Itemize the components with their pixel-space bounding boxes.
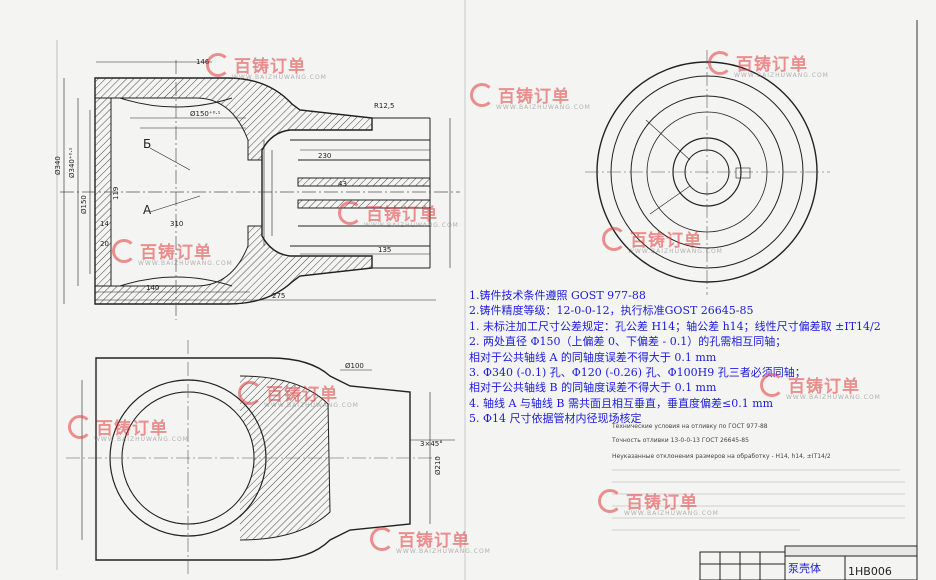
note-line-8: 4. 轴线 A 与轴线 B 需共面且相互垂直，垂直度偏差≤0.1 mm [469,396,774,410]
watermark-logo-icon [112,238,136,263]
watermark-logo-icon [206,52,230,77]
watermark: 百铸订单 WWW.BAIZHUWANG.COM [68,414,189,443]
watermark: 百铸订单 WWW.BAIZHUWANG.COM [238,380,359,409]
watermark-logo-icon [370,526,394,551]
title-block [699,545,918,580]
note-line-4: 2. 两处直径 Φ150（上偏差 0、下偏差 - 0.1）的孔需相互同轴； [469,335,787,349]
dim-135-label: 135 [378,246,391,254]
note-line-9: 5. Φ14 尺寸依据管材内径现场核定 [469,412,642,426]
note-line-2: 2.铸件精度等级：12-0-0-12，执行标准GOST 26645-85 [469,304,754,318]
dim-146-label: 146 [196,58,210,66]
watermark-logo-icon [470,82,494,107]
dim-43-label: 43 [338,180,347,188]
translation-notes: 1.铸件技术条件遵照 GOST 977-88 2.铸件精度等级：12-0-0-1… [469,288,935,427]
title-drawing-number: 1НВ006 [848,565,892,578]
dim-d100-label: Ø100 [345,362,364,370]
dim-d150b-label: Ø150⁺⁰·¹ [190,110,221,118]
title-part-name: 泵壳体 [788,562,821,575]
end-view [585,50,830,295]
section-label-b: Б [143,137,151,151]
section-label-a: А [143,203,152,217]
watermark: 百铸订单 WWW.BAIZHUWANG.COM [338,200,459,229]
dim-20-label: 20 [100,240,109,248]
watermark-logo-icon [760,372,784,397]
watermark: 百铸订单 WWW.BAIZHUWANG.COM [470,82,591,111]
dim-chamfer-label: 3×45° [420,440,443,448]
russian-notes: Технические условия на отливку по ГОСТ 9… [611,423,905,531]
dim-d210-label: Ø210 [434,456,442,475]
note-line-1: 1.铸件技术条件遵照 GOST 977-88 [469,289,646,302]
watermark-logo-icon [68,414,92,439]
note-line-3: 1. 未标注加工尺寸公差规定：孔公差 H14；轴公差 h14；线性尺寸偏差取 ±… [469,319,881,333]
ru-note-2: Точность отливки 13-0-0-13 ГОСТ 26645-85 [611,437,749,444]
watermark-logo-icon [708,50,732,75]
dim-d340tol-label: Ø340⁺⁰·¹ [68,147,76,178]
watermark: 百铸订单 WWW.BAIZHUWANG.COM [206,52,327,81]
watermark-logo-icon [238,380,262,405]
watermark-logo-icon [598,488,622,513]
dim-140-label: 140 [146,284,159,292]
note-line-7: 相对于公共轴线 B 的同轴度误差不得大于 0.1 mm [469,381,717,395]
dim-d340-label: Ø340 [54,156,62,175]
watermark: 百铸订单 WWW.BAIZHUWANG.COM [370,526,491,555]
watermark: 百铸订单 WWW.BAIZHUWANG.COM [112,238,233,267]
note-line-6: 3. Φ340 (-0.1) 孔、Φ120 (-0.26) 孔、Φ100H9 孔… [469,366,806,380]
watermark: 百铸订单 WWW.BAIZHUWANG.COM [602,226,723,255]
watermark-logo-icon [338,200,362,225]
dim-r125-label: R12,5 [374,102,394,110]
section-view [60,60,460,320]
plan-view [66,340,455,575]
watermark-logo-icon [602,226,626,251]
note-line-5: 相对于公共轴线 A 的同轴度误差不得大于 0.1 mm [469,350,717,364]
dim-310-label: 310 [170,220,183,228]
dim-d150-label: Ø150 [80,195,88,214]
dim-14-label: 14 [100,220,109,228]
watermark: 百铸订单 WWW.BAIZHUWANG.COM [760,372,881,401]
ru-note-1: Технические условия на отливку по ГОСТ 9… [611,423,768,430]
watermark: 百铸订单 WWW.BAIZHUWANG.COM [598,488,719,517]
ru-note-3: Неуказанные отклонения размеров на обраб… [612,453,831,460]
watermark: 百铸订单 WWW.BAIZHUWANG.COM [708,50,829,79]
dim-119-label: 119 [112,187,120,200]
dim-275-label: 275 [272,292,285,300]
dim-230-label: 230 [318,152,331,160]
